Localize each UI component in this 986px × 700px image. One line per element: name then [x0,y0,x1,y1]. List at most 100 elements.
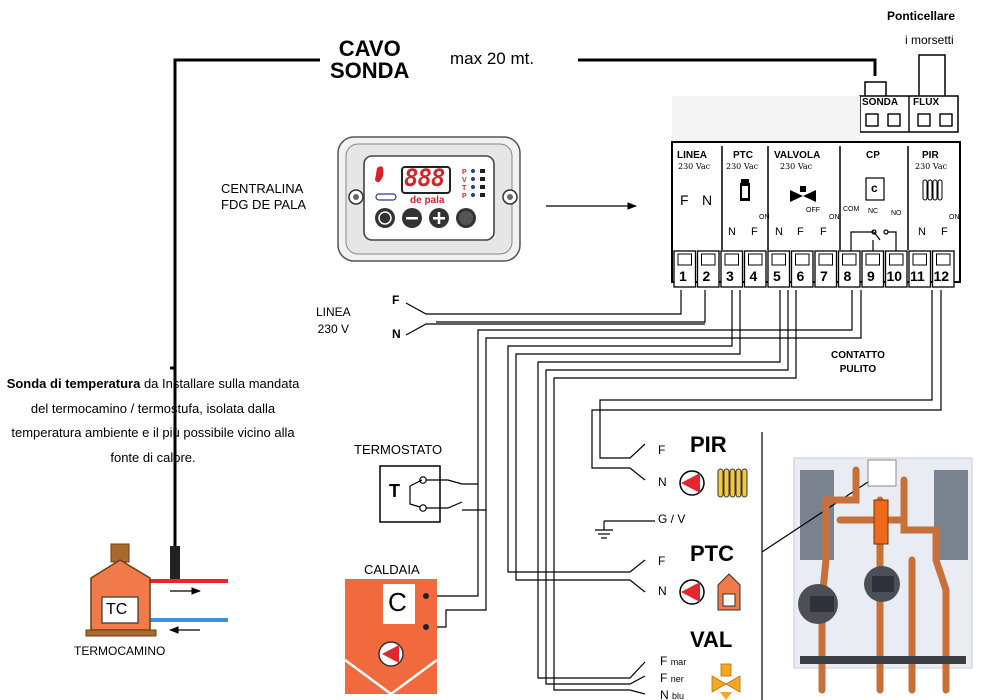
pin-valvola-n: N [775,226,783,238]
ptc-f: F [658,554,666,568]
terminal-screw [936,253,951,266]
pir-n: N [658,475,667,489]
terminal-number: 2 [702,268,711,284]
group-ptc-rating: 230 Vac [726,162,759,171]
ground-label: G / V [658,512,686,526]
bridge-title: Ponticellare [887,9,956,23]
pin-valvola-foff-sub: OFF [806,207,820,214]
ptc-output [679,573,741,611]
group-linea: LINEA [677,150,707,161]
terminal-screw [865,253,880,266]
pin-valvola-foff: F [797,226,804,238]
clean-contact-label: CONTATTO PULITO [831,350,885,375]
probe-bridge-loops [864,54,946,96]
pir-title: PIR [690,432,727,457]
boiler [344,579,438,696]
pir-output [679,468,748,498]
pin-ptc-n: N [728,226,736,238]
terminal-screw [748,253,763,266]
group-valvola-rating: 230 Vac [780,162,813,171]
terminal-screw [701,253,716,266]
terminal-screw [818,253,833,266]
svg-text:T: T [462,185,467,192]
terminal-screws [673,250,955,288]
terminal-number: 4 [749,268,758,284]
hydraulic-kit [761,457,973,694]
fireplace-symbol: TC [106,601,128,618]
svg-text:P: P [462,193,467,200]
boiler-label: CALDAIA [364,562,420,577]
pin-pir-f: F [941,226,948,238]
probe-cable [173,58,877,368]
terminal-number: 7 [820,268,828,284]
thermostat-symbol: T [389,481,400,501]
pin-cp-com: COM [843,206,860,213]
terminal-screw [795,253,810,266]
terminal-number: 9 [867,268,875,284]
pin-valvola-fon: F [820,226,827,238]
ptc-title: PTC [690,541,734,566]
terminal-screw [912,253,927,266]
pin-ptc-f: F [751,226,758,238]
pin-pir-f-sub: ON [949,214,960,221]
thermostat-box [379,465,463,523]
terminal-number: 3 [726,268,734,284]
line-supply-leads [405,290,706,336]
pin-valvola-fon-sub: ON [829,214,840,221]
group-pir: PIR [922,150,939,161]
group-cp: CP [866,150,880,161]
group-pir-rating: 230 Vac [915,162,948,171]
fireplace-label: TERMOCAMINO [74,644,166,658]
probe-cable-length: max 20 mt. [450,49,535,68]
pin-cp-nc: NC [868,208,879,215]
terminal-sonda: SONDA [862,97,899,108]
pin-cp-no: NO [891,210,902,217]
controller-brand: de pala [410,195,445,206]
val-n: N blu [660,688,685,700]
group-ptc: PTC [733,150,753,161]
val-output [711,663,741,700]
controller-display: 888 [404,164,445,192]
terminal-number: 10 [886,268,903,284]
pin-pir-n: N [918,226,926,238]
distribution-wiring [426,290,942,695]
boiler-symbol: C [388,587,407,617]
line-phase: F [392,293,400,307]
terminal-number: 11 [910,268,925,284]
ground-symbol [595,520,655,539]
line-supply-label: LINEA 230 V [316,305,351,336]
ptc-n: N [658,584,667,598]
probe-description: Sonda di temperatura da Installare sulla… [6,376,300,465]
pin-n: N [702,192,713,208]
group-valvola: VALVOLA [774,150,821,161]
val-f1: F mar [660,654,687,668]
val-title: VAL [690,627,733,652]
terminal-screw [677,253,692,266]
terminal-number: 6 [796,268,805,284]
line-neutral: N [392,327,401,341]
thermostat-label: TERMOSTATO [354,442,443,457]
cp-icon-label: c [871,181,878,195]
bridge-subtitle: i morsetti [905,33,954,47]
terminal-screw [842,253,857,266]
val-f2: F ner [660,671,684,685]
controller-label: CENTRALINA FDG DE PALA [221,181,307,212]
fireplace [85,366,228,637]
terminal-screw [771,253,786,266]
terminal-number: 5 [773,268,781,284]
pin-f: F [680,192,689,208]
terminal-number: 8 [843,268,852,284]
terminal-block [671,95,961,288]
group-linea-rating: 230 Vac [678,162,711,171]
terminal-screw [724,253,739,266]
probe-cable-title: CAVO SONDA [330,36,410,83]
terminal-number: 12 [933,268,950,284]
svg-text:V: V [462,177,467,184]
terminal-flux: FLUX [913,97,940,108]
terminal-number: 1 [679,268,687,284]
pin-ptc-f-sub: ON [759,214,770,221]
pir-f: F [658,443,666,457]
